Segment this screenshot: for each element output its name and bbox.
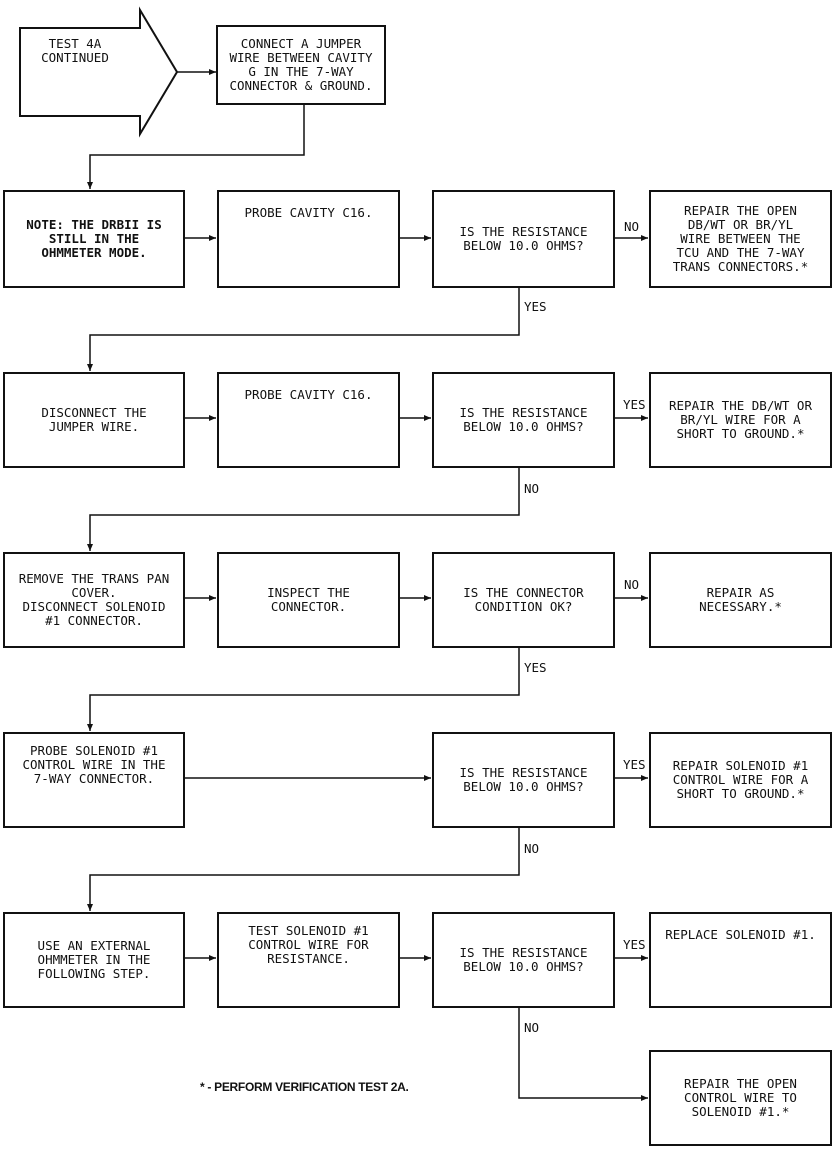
no-label-1: NO	[624, 219, 640, 234]
replace-solenoid-box: REPLACE SOLENOID #1.	[649, 912, 832, 1008]
repair-short-dbwt-box: REPAIR THE DB/WT OR BR/YL WIRE FOR A SHO…	[649, 372, 832, 468]
no-label-2: NO	[524, 481, 540, 496]
repair-open-dbwt-box: REPAIR THE OPEN DB/WT OR BR/YL WIRE BETW…	[649, 190, 832, 288]
no-label-3: NO	[624, 577, 640, 592]
yes-label-3: YES	[524, 660, 547, 675]
resistance-question-box-2: IS THE RESISTANCE BELOW 10.0 OHMS?	[432, 372, 615, 468]
connector-condition-box: IS THE CONNECTOR CONDITION OK?	[432, 552, 615, 648]
repair-solenoid-wire-box: REPAIR SOLENOID #1 CONTROL WIRE FOR A SH…	[649, 732, 832, 828]
external-ohmmeter-box: USE AN EXTERNAL OHMMETER IN THE FOLLOWIN…	[3, 912, 185, 1008]
disconnect-jumper-box: DISCONNECT THE JUMPER WIRE.	[3, 372, 185, 468]
probe-solenoid-box: PROBE SOLENOID #1 CONTROL WIRE IN THE 7-…	[3, 732, 185, 828]
resistance-question-box-1: IS THE RESISTANCE BELOW 10.0 OHMS?	[432, 190, 615, 288]
note-drbii-box: NOTE: THE DRBII IS STILL IN THE OHMMETER…	[3, 190, 185, 288]
start-arrow-label: TEST 4A CONTINUED	[41, 36, 109, 65]
inspect-connector-box: INSPECT THE CONNECTOR.	[217, 552, 400, 648]
yes-label-2: YES	[623, 397, 646, 412]
resistance-question-box-4: IS THE RESISTANCE BELOW 10.0 OHMS?	[432, 912, 615, 1008]
test-solenoid-box: TEST SOLENOID #1 CONTROL WIRE FOR RESIST…	[217, 912, 400, 1008]
verification-footnote: * - PERFORM VERIFICATION TEST 2A.	[200, 1080, 409, 1094]
repair-as-necessary-box: REPAIR AS NECESSARY.*	[649, 552, 832, 648]
no-label-4: NO	[524, 841, 540, 856]
yes-label-4: YES	[623, 757, 646, 772]
yes-label-5: YES	[623, 937, 646, 952]
probe-cavity-c16-box-2: PROBE CAVITY C16.	[217, 372, 400, 468]
connect-jumper-box: CONNECT A JUMPER WIRE BETWEEN CAVITY G I…	[216, 25, 386, 105]
probe-cavity-c16-box-1: PROBE CAVITY C16.	[217, 190, 400, 288]
yes-label-1: YES	[524, 299, 547, 314]
remove-trans-pan-box: REMOVE THE TRANS PAN COVER. DISCONNECT S…	[3, 552, 185, 648]
start-arrow-shape	[19, 6, 179, 138]
repair-open-control-wire-box: REPAIR THE OPEN CONTROL WIRE TO SOLENOID…	[649, 1050, 832, 1146]
no-label-5: NO	[524, 1020, 540, 1035]
resistance-question-box-3: IS THE RESISTANCE BELOW 10.0 OHMS?	[432, 732, 615, 828]
